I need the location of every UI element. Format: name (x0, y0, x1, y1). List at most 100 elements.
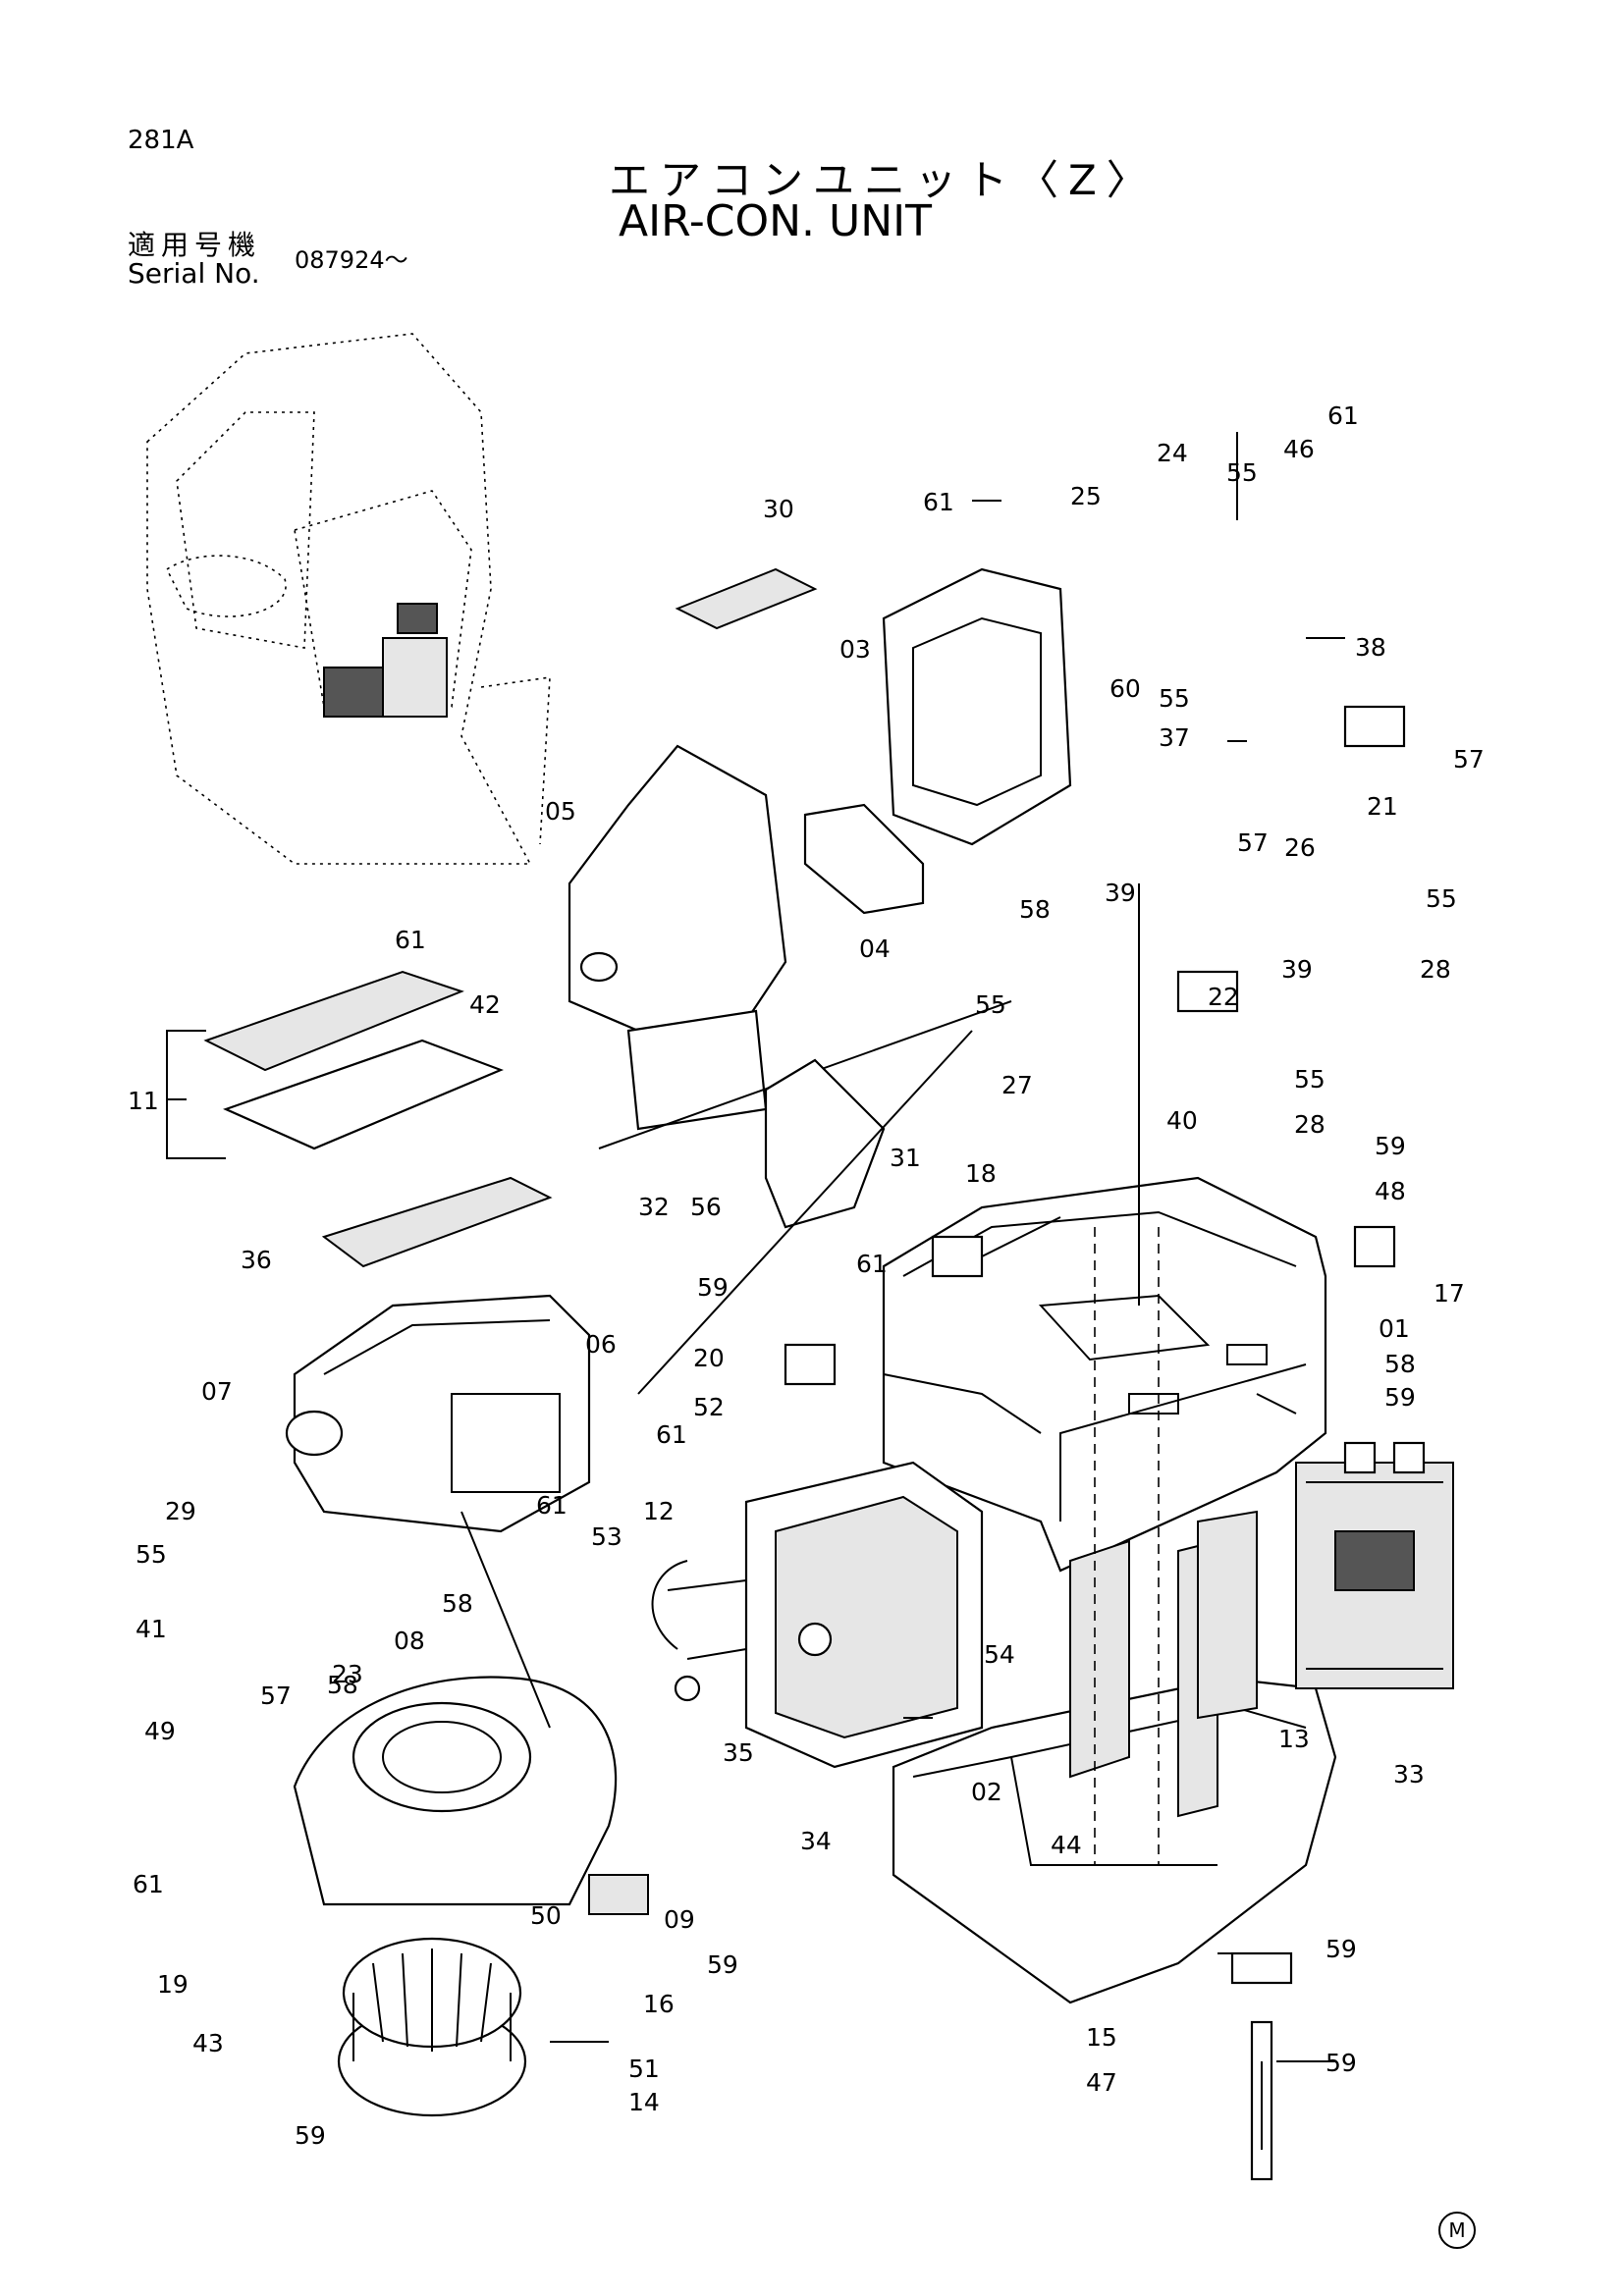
callout-label: 39 (1281, 955, 1313, 984)
callout-label: 59 (697, 1273, 729, 1302)
callout-label: 48 (1375, 1177, 1406, 1205)
callout-label: 59 (1384, 1383, 1416, 1412)
callout-label: 08 (394, 1627, 425, 1655)
callout-label: 61 (395, 926, 426, 954)
callout-label: 17 (1434, 1279, 1465, 1308)
callout-label: 20 (693, 1344, 725, 1372)
callout-label: 16 (643, 1990, 675, 2018)
callout-label: 55 (1159, 684, 1190, 713)
callout-label: 19 (157, 1970, 189, 1999)
callout-label: 54 (984, 1640, 1015, 1669)
callout-label: 58 (1019, 895, 1051, 924)
callout-label: 37 (1159, 723, 1190, 752)
callout-label: 33 (1393, 1760, 1425, 1789)
callout-label: 59 (1375, 1132, 1406, 1160)
callout-label: 05 (545, 797, 576, 826)
callout-label: 50 (530, 1901, 562, 1930)
callout-label: 61 (923, 488, 954, 516)
fan-case-part-08-09 (293, 1676, 618, 1906)
callout-label: 59 (707, 1950, 738, 1979)
title-japanese: エアコンユニット〈Z〉 (609, 156, 1158, 204)
callout-label: 58 (327, 1671, 358, 1699)
cab-reference-sketch (146, 333, 551, 865)
callout-label: 35 (723, 1738, 754, 1767)
callout-label: 58 (1384, 1350, 1416, 1378)
callout-label: 22 (1208, 983, 1239, 1011)
callout-label: 61 (133, 1870, 164, 1898)
blower-motor-part-14 (337, 1937, 527, 2117)
callout-label: 29 (165, 1497, 196, 1525)
callout-label: 38 (1355, 633, 1386, 662)
heater-core-part-13 (1295, 1441, 1454, 1689)
callout-label: 21 (1367, 792, 1398, 821)
callout-label: 55 (135, 1540, 167, 1569)
manufacturer-mark: M (1438, 2212, 1476, 2249)
door-part-04 (803, 803, 925, 915)
callout-label: 51 (628, 2055, 660, 2083)
serial-label-japanese: 適用号機 (128, 229, 262, 261)
mode-doors-part-33-34-35 (1069, 1510, 1258, 1818)
evaporator-part-12 (651, 1461, 984, 1769)
callout-label: 57 (1453, 745, 1485, 774)
callout-label: 59 (1325, 2049, 1357, 2077)
callout-label: 28 (1294, 1110, 1325, 1139)
callout-label: 25 (1070, 482, 1102, 510)
callout-label: 12 (643, 1497, 675, 1525)
callout-label: 18 (965, 1159, 997, 1188)
callout-label: 59 (1325, 1935, 1357, 1963)
serial-label: Serial No. (128, 257, 260, 290)
callout-label: 41 (135, 1615, 167, 1643)
callout-labels: 61 46 55 24 61 25 30 38 03 60 55 57 37 2… (128, 401, 1485, 2150)
callout-label: 61 (536, 1491, 568, 1520)
callout-label: 02 (971, 1778, 1002, 1806)
callout-label: 30 (763, 495, 794, 523)
bracket-part-05 (568, 744, 787, 1033)
callout-label: 57 (1237, 828, 1269, 857)
callout-label: 55 (1294, 1065, 1325, 1094)
callout-label: 07 (201, 1377, 233, 1406)
callout-label: 34 (800, 1827, 832, 1855)
callout-label: 43 (192, 2029, 224, 2057)
callout-label: 40 (1166, 1106, 1198, 1135)
callout-label: 09 (664, 1905, 695, 1934)
callout-label: 11 (128, 1087, 159, 1115)
callout-label: 52 (693, 1393, 725, 1421)
callout-label: 15 (1086, 2023, 1117, 2052)
callout-label: 27 (1001, 1071, 1033, 1099)
small-components (588, 705, 1406, 2181)
callout-label: 49 (144, 1717, 176, 1745)
callout-label: 31 (890, 1144, 921, 1172)
callout-label: 59 (295, 2121, 326, 2150)
callout-label: 44 (1051, 1831, 1082, 1859)
damper-part-31 (598, 1000, 1012, 1229)
callout-label: 13 (1278, 1725, 1310, 1753)
callout-label: 28 (1420, 955, 1451, 984)
callout-label: 47 (1086, 2068, 1117, 2097)
callout-label: 61 (856, 1250, 888, 1278)
callout-label: 58 (442, 1589, 473, 1618)
callout-label: 23 (332, 1660, 363, 1688)
callout-label: 32 (638, 1193, 670, 1221)
callout-label: 42 (469, 990, 501, 1019)
page-title: AIR-CON. UNIT (619, 196, 932, 246)
callout-label: 46 (1283, 435, 1315, 463)
callout-label: 57 (260, 1682, 292, 1710)
callout-label: 39 (1105, 879, 1136, 907)
callout-label: 01 (1379, 1314, 1410, 1343)
callout-label: 60 (1109, 674, 1141, 703)
callout-label: 24 (1157, 439, 1188, 467)
callout-label: 26 (1284, 833, 1316, 862)
filters-part-11-30-36 (203, 567, 818, 1268)
assembly-guide-lines (460, 883, 1160, 1865)
callout-label: 55 (1226, 458, 1258, 487)
callout-label: 53 (591, 1522, 622, 1551)
callout-label: 03 (839, 635, 871, 664)
callout-label: 04 (859, 934, 891, 963)
upper-case-part-01 (882, 1176, 1327, 1573)
page-number: 281A (128, 126, 194, 155)
top-case-part-03 (882, 567, 1072, 846)
callout-leaders (166, 432, 1345, 2150)
callout-label: 06 (585, 1330, 617, 1359)
intake-box-part-06-07 (285, 1294, 591, 1533)
